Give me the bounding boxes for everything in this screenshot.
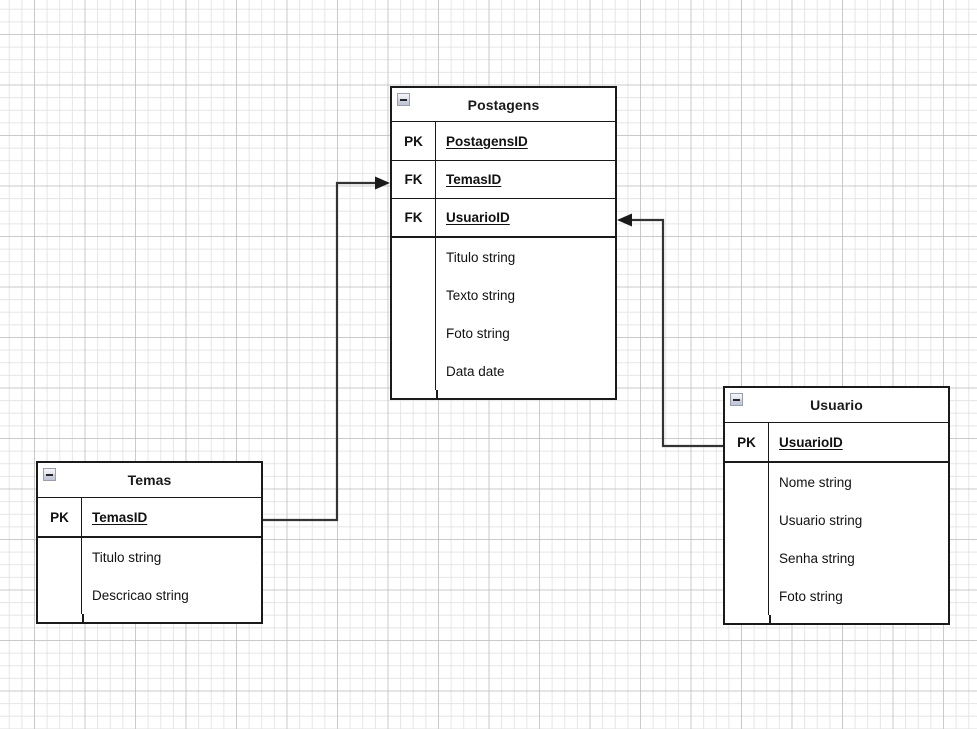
key-badge: [392, 352, 436, 390]
field-name: Senha string: [779, 550, 855, 566]
entity-usuario[interactable]: Usuario PK UsuarioID Nome string Usuario…: [723, 386, 950, 625]
minus-box-icon[interactable]: [397, 93, 410, 106]
arrowhead-usuario: [617, 213, 632, 227]
table-row[interactable]: Foto string: [725, 577, 948, 615]
table-row[interactable]: Descricao string: [38, 576, 261, 614]
entity-usuario-attribute-section: Nome string Usuario string Senha string …: [725, 463, 948, 623]
entity-postagens[interactable]: Postagens PK PostagensID FK TemasID FK U…: [390, 86, 617, 400]
table-row[interactable]: FK TemasID: [392, 160, 615, 198]
field-name: Nome string: [779, 474, 852, 490]
field-name: TemasID: [92, 509, 148, 525]
key-badge: [392, 276, 436, 314]
minus-box-icon[interactable]: [43, 468, 56, 481]
table-row[interactable]: Usuario string: [725, 501, 948, 539]
key-badge: PK: [38, 498, 82, 536]
connector-temas-to-postagens[interactable]: [263, 176, 390, 522]
field-name: PostagensID: [446, 133, 528, 149]
field-name: UsuarioID: [779, 434, 843, 450]
field-name: Titulo string: [92, 549, 162, 565]
entity-usuario-title: Usuario: [810, 397, 863, 413]
table-row[interactable]: Titulo string: [392, 238, 615, 276]
field-name: Usuario string: [779, 512, 863, 528]
table-row[interactable]: PK PostagensID: [392, 122, 615, 160]
field-name: Foto string: [779, 588, 843, 604]
field-name: Descricao string: [92, 587, 189, 603]
table-row[interactable]: Foto string: [392, 314, 615, 352]
table-row[interactable]: Data date: [392, 352, 615, 390]
entity-postagens-title: Postagens: [467, 96, 540, 113]
table-row[interactable]: PK TemasID: [38, 498, 261, 536]
key-badge: PK: [392, 122, 436, 160]
connector-usuario-to-postagens[interactable]: [617, 213, 723, 448]
key-badge: PK: [725, 423, 769, 461]
table-row[interactable]: Nome string: [725, 463, 948, 501]
entity-usuario-key-section: PK UsuarioID: [725, 423, 948, 463]
entity-postagens-header: Postagens: [392, 88, 615, 122]
key-badge: [725, 577, 769, 615]
entity-temas-title: Temas: [127, 472, 172, 488]
entity-temas-key-section: PK TemasID: [38, 498, 261, 538]
entity-usuario-header: Usuario: [725, 388, 948, 423]
key-badge: FK: [392, 199, 436, 236]
entity-temas-attribute-section: Titulo string Descricao string: [38, 538, 261, 622]
table-row[interactable]: PK UsuarioID: [725, 423, 948, 461]
table-row[interactable]: Senha string: [725, 539, 948, 577]
table-row[interactable]: FK UsuarioID: [392, 198, 615, 236]
key-badge: [725, 539, 769, 577]
field-name: TemasID: [446, 172, 502, 187]
table-row[interactable]: Texto string: [392, 276, 615, 314]
key-badge: [725, 501, 769, 539]
entity-temas[interactable]: Temas PK TemasID Titulo string Descricao…: [36, 461, 263, 624]
key-badge: [392, 238, 436, 276]
key-badge: [38, 576, 82, 614]
field-name: Data date: [446, 363, 505, 379]
entity-temas-header: Temas: [38, 463, 261, 498]
field-name: Texto string: [446, 287, 516, 303]
minus-box-icon[interactable]: [730, 393, 743, 406]
entity-postagens-attribute-section: Titulo string Texto string Foto string D…: [392, 238, 615, 398]
key-badge: [392, 314, 436, 352]
field-name: Titulo string: [446, 249, 516, 265]
key-badge: FK: [392, 161, 436, 198]
entity-postagens-key-section: PK PostagensID FK TemasID FK UsuarioID: [392, 122, 615, 238]
key-badge: [38, 538, 82, 576]
arrowhead-temas: [375, 176, 390, 190]
field-name: Foto string: [446, 325, 510, 341]
table-row[interactable]: Titulo string: [38, 538, 261, 576]
field-name: UsuarioID: [446, 210, 510, 225]
key-badge: [725, 463, 769, 501]
